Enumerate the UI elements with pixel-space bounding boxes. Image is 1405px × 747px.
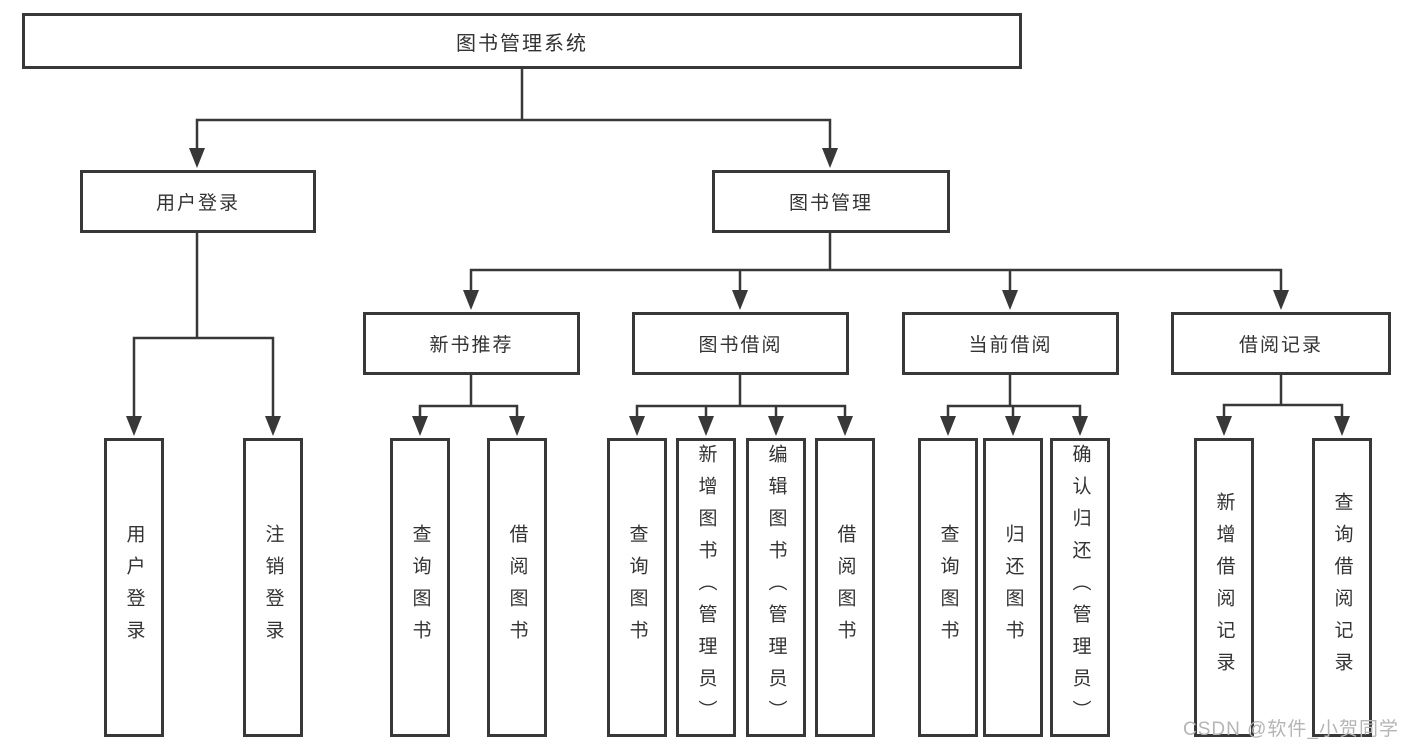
leaf-add-book-admin: 新增图书（管理员） bbox=[676, 438, 736, 737]
leaf-query-books-borrowing: 查询图书 bbox=[607, 438, 667, 737]
leaf-query-borrow-record: 查询借阅记录 bbox=[1312, 438, 1372, 737]
csdn-watermark: CSDN @软件_小贺同学 bbox=[1183, 719, 1399, 740]
arrowheads bbox=[126, 148, 1350, 436]
leaf-borrow-books-borrowing: 借阅图书 bbox=[815, 438, 875, 737]
leaf-borrow-books-newbooks: 借阅图书 bbox=[487, 438, 547, 737]
leaf-confirm-return-admin: 确认归还（管理员） bbox=[1050, 438, 1110, 737]
leaf-logout: 注销登录 bbox=[243, 438, 303, 737]
leaf-new-borrow-record: 新增借阅记录 bbox=[1194, 438, 1254, 737]
node-current-borrowing: 当前借阅 bbox=[902, 312, 1119, 375]
leaf-query-books-current: 查询图书 bbox=[918, 438, 978, 737]
leaf-return-books: 归还图书 bbox=[983, 438, 1043, 737]
node-book-management: 图书管理 bbox=[712, 170, 950, 233]
node-user-login: 用户登录 bbox=[80, 170, 316, 233]
node-book-borrowing: 图书借阅 bbox=[632, 312, 849, 375]
node-borrow-records: 借阅记录 bbox=[1171, 312, 1391, 375]
tree-edges bbox=[132, 68, 1344, 420]
node-root: 图书管理系统 bbox=[22, 13, 1022, 69]
leaf-query-books-newbooks: 查询图书 bbox=[390, 438, 450, 737]
node-new-book-recommend: 新书推荐 bbox=[363, 312, 580, 375]
leaf-edit-book-admin: 编辑图书（管理员） bbox=[746, 438, 806, 737]
leaf-user-login: 用户登录 bbox=[104, 438, 164, 737]
